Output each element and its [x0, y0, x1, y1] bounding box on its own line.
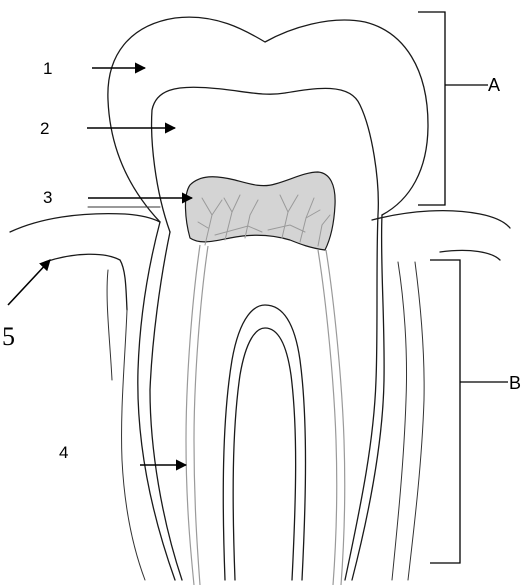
- root-surface-outline: [138, 222, 175, 580]
- label-arrows: [8, 68, 192, 465]
- label-2: 2: [40, 119, 49, 138]
- arrow-5: [8, 260, 50, 305]
- label-1: 1: [43, 59, 52, 78]
- furcation-outline: [223, 305, 305, 580]
- root-canals: [186, 245, 345, 585]
- dentine-outline-left-root: [150, 232, 182, 580]
- bracket-b: [430, 260, 508, 563]
- bracket-a: [418, 12, 488, 205]
- label-3: 3: [43, 188, 52, 207]
- label-5: 5: [2, 322, 15, 351]
- inner-furcation-outline: [233, 328, 295, 580]
- pulp-chamber: [185, 172, 335, 250]
- label-a: A: [488, 75, 500, 95]
- label-b: B: [509, 373, 521, 393]
- label-4: 4: [59, 443, 68, 462]
